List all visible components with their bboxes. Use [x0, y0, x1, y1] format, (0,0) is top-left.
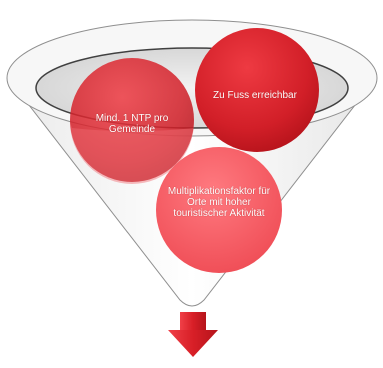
circle-ntp — [70, 58, 194, 182]
circle-label-multiplikation: Multiplikationsfaktor für Orte mit hoher… — [167, 186, 271, 219]
circle-ntp-lower — [70, 122, 194, 184]
circle-zu-fuss — [195, 28, 319, 152]
circle-label-zu-fuss: Zu Fuss erreichbar — [213, 90, 297, 101]
circle-label-ntp: Mind. 1 NTP pro Gemeinde — [95, 113, 169, 135]
down-arrow-icon — [168, 312, 218, 357]
circle-multiplikation — [156, 147, 282, 273]
